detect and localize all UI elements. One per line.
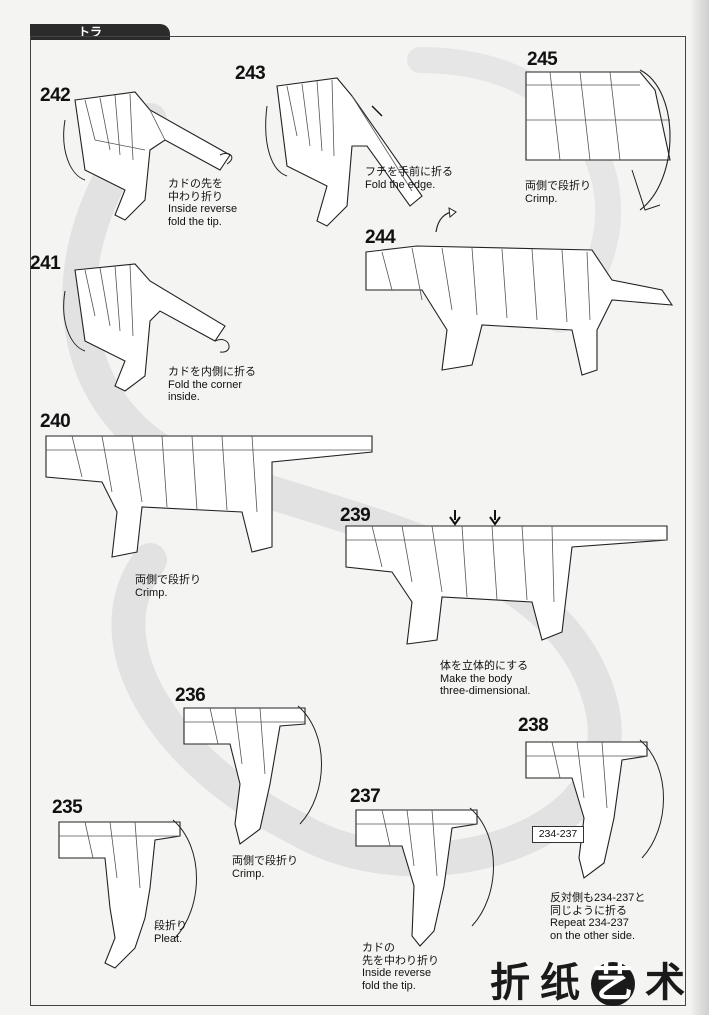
step-number-238: 238	[518, 715, 549, 736]
watermark-char: 艺	[593, 960, 633, 1006]
step-number-244: 244	[365, 227, 396, 248]
chapter-title: トラ	[78, 25, 103, 39]
step-236-figure	[183, 705, 322, 845]
step-240-figure	[45, 435, 373, 558]
step-reference-box: 234-237	[532, 826, 584, 843]
step-238-figure	[525, 739, 664, 879]
rotate-arrow-icon	[435, 207, 457, 233]
watermark-char: 术	[645, 960, 685, 1006]
watermark-badge-icon	[591, 962, 635, 1006]
step-number-237: 237	[350, 786, 381, 807]
watermark-char: 折	[490, 960, 530, 1006]
step-number-245: 245	[527, 49, 558, 70]
watermark-char: 纸	[540, 960, 580, 1006]
step-number-236: 236	[175, 685, 206, 706]
step-239-figure	[345, 525, 668, 645]
step-number-239: 239	[340, 505, 371, 526]
step-241-figure	[63, 263, 230, 392]
step-number-235: 235	[52, 797, 83, 818]
step-244-figure	[365, 245, 674, 376]
step-number-242: 242	[40, 85, 71, 106]
page-frame	[30, 36, 686, 1006]
step-245-figure	[525, 69, 671, 211]
step-number-241: 241	[30, 253, 61, 274]
step-243-figure	[265, 77, 423, 227]
step-237-figure	[355, 807, 494, 947]
watermark-logo: 折 纸 艺 术	[490, 958, 700, 1010]
step-number-243: 243	[235, 63, 266, 84]
step-number-240: 240	[40, 411, 71, 432]
step-242-figure	[63, 91, 233, 221]
push-arrows-icon	[449, 510, 501, 526]
book-spine-shadow	[690, 0, 709, 1015]
step-235-figure	[58, 819, 197, 969]
